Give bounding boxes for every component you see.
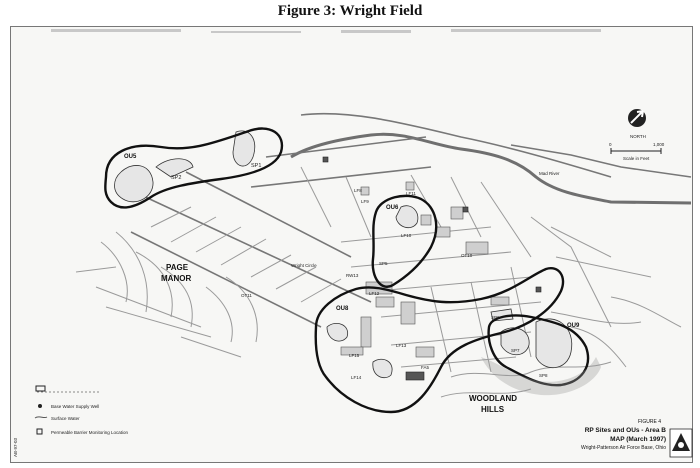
road-northeast [510, 144, 692, 178]
ou8-boundary [314, 267, 565, 414]
wright-circle-label: Wright Circle [291, 263, 317, 268]
page-manor-label-line1: PAGE [166, 263, 189, 272]
svg-text:LF12: LF12 [369, 291, 380, 296]
svg-text:SP7: SP7 [511, 348, 520, 353]
svg-text:NORTH: NORTH [630, 134, 646, 139]
north-arrow: NORTH [628, 109, 646, 139]
svg-text:LF13: LF13 [396, 343, 407, 348]
road-north [300, 112, 612, 178]
ou6-boundary [371, 194, 438, 288]
svg-text:0: 0 [609, 142, 612, 147]
svg-text:LF11: LF11 [406, 191, 416, 196]
svg-text:Base Water Supply Well: Base Water Supply Well [51, 404, 99, 409]
woodland-hills-label-line1: WOODLAND [469, 394, 517, 403]
ou-boundaries [104, 127, 590, 414]
site-labels: SP2 SP1 LF8 LF9 LF10 LF11 LF12 LF13 LF14… [171, 163, 548, 380]
map: PAGE MANOR WOODLAND HILLS OU5 OU6 OU8 OU… [10, 26, 693, 463]
map-canvas: PAGE MANOR WOODLAND HILLS OU5 OU6 OU8 OU… [13, 29, 693, 458]
margin-code: AB-97-03 [13, 437, 18, 457]
svg-text:LF8: LF8 [354, 188, 362, 193]
svg-text:LF14: LF14 [351, 375, 362, 380]
ou9-shading [481, 357, 601, 396]
svg-text:1,000: 1,000 [653, 142, 665, 147]
figure-title: Figure 3: Wright Field [277, 3, 423, 19]
svg-text:RP Sites and OUs - Area B: RP Sites and OUs - Area B [585, 427, 667, 434]
svg-text:LF15: LF15 [349, 353, 360, 358]
svg-text:SP8: SP8 [539, 373, 548, 378]
woodland-hills-label-line2: HILLS [481, 405, 505, 414]
svg-text:FIGURE 4: FIGURE 4 [638, 419, 661, 425]
ou9-boundary [487, 314, 590, 387]
ou9-label: OU9 [567, 323, 580, 329]
svg-text:LF9: LF9 [361, 199, 369, 204]
buildings [322, 156, 542, 381]
svg-text:OT11: OT11 [241, 293, 252, 298]
svg-text:Surface Water: Surface Water [51, 416, 80, 421]
svg-text:RW13: RW13 [346, 273, 359, 278]
svg-text:Scale in Feet: Scale in Feet [623, 156, 650, 161]
svg-text:LF10: LF10 [401, 233, 412, 238]
ou5-label: OU5 [124, 154, 137, 160]
svg-text:SP5: SP5 [379, 261, 388, 266]
scan-noise [51, 29, 601, 33]
ou5-boundary [104, 127, 284, 209]
legend: Base Water Supply Well Surface Water Per… [34, 385, 129, 435]
svg-text:SP1: SP1 [251, 163, 261, 169]
svg-text:MAP (March 1997): MAP (March 1997) [610, 436, 666, 443]
ou6-label: OU6 [386, 205, 399, 211]
svg-text:SP2: SP2 [171, 175, 181, 181]
page-manor-label-line2: MANOR [161, 274, 191, 283]
svg-text:OT10: OT10 [461, 253, 473, 258]
monitoring-location-symbol [36, 428, 43, 435]
svg-text:SP6: SP6 [491, 315, 500, 320]
ou8-label: OU8 [336, 306, 349, 312]
surface-water-symbol [34, 416, 48, 419]
mad-river-label: Mad River [539, 171, 560, 176]
svg-text:Wright-Patterson Air Force Bas: Wright-Patterson Air Force Base, Ohio [581, 445, 666, 451]
river [290, 132, 692, 205]
title-block: FIGURE 4 RP Sites and OUs - Area B MAP (… [581, 419, 693, 458]
svg-text:Permeable Barrier Monitoring L: Permeable Barrier Monitoring Location [51, 430, 129, 435]
sites [114, 130, 573, 379]
well-symbol [38, 404, 42, 408]
svg-text:FA5: FA5 [421, 365, 430, 370]
scale-bar: 0 1,000 Scale in Feet [609, 142, 665, 161]
